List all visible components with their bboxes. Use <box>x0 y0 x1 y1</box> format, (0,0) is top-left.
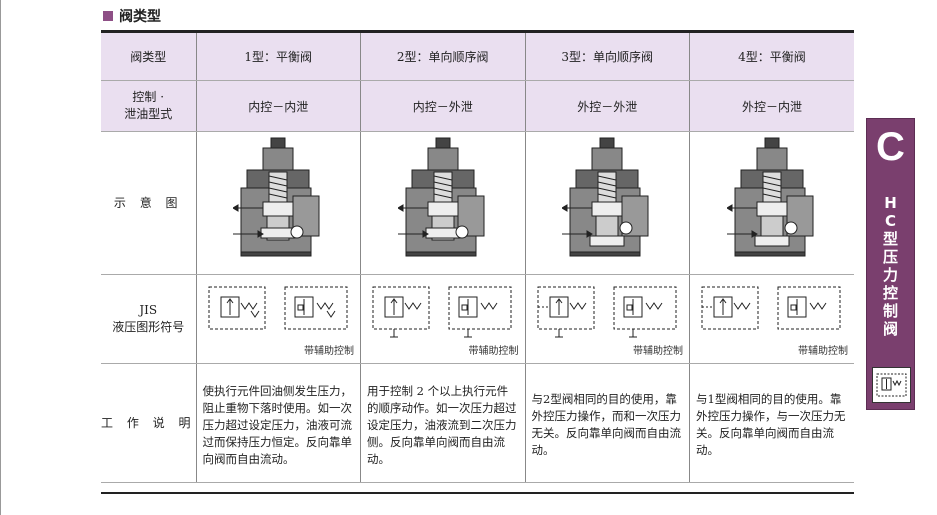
chapter-letter: C <box>876 125 905 169</box>
valve-section-diagram-2 <box>396 137 485 257</box>
section-title-text: 阀类型 <box>119 9 161 25</box>
jis-symbol-icon <box>208 286 347 330</box>
header-cell: 阀类型 <box>101 33 197 81</box>
drain-cell: 外控－外泄 <box>525 80 690 132</box>
jis-cell: 带辅助控制 <box>360 274 526 364</box>
page-edge-line <box>0 0 1 515</box>
drain-cell: 外控－内泄 <box>689 80 854 132</box>
header-cell: 2型：单向顺序阀 <box>360 33 526 81</box>
table-top-rule <box>101 30 854 33</box>
jis-caption: 带辅助控制 <box>304 346 354 357</box>
desc-cell: 与1型阀相同的目的使用。靠外控压力操作，与一次压力无关。反向靠单向阀而自由流动。 <box>689 363 854 483</box>
diagram-cell <box>525 131 690 275</box>
jis-caption: 带辅助控制 <box>468 346 519 357</box>
drain-cell: 内控－内泄 <box>196 80 361 132</box>
valve-section-diagram-4 <box>726 137 814 257</box>
desc-row: 工 作 说 明 使执行元件回油侧发生压力，阻止重物下落时使用。如一次压力超过设定… <box>101 363 854 483</box>
section-title: 阀类型 <box>103 6 161 26</box>
header-row: 阀类型 1型：平衡阀 2型：单向顺序阀 3型：单向顺序阀 4型：平衡阀 <box>101 33 854 81</box>
drain-row-label: 控制 · 泄油型式 <box>101 80 197 132</box>
header-cell: 3型：单向顺序阀 <box>525 33 690 81</box>
jis-symbol-icon <box>372 286 512 338</box>
header-cell: 1型：平衡阀 <box>196 33 361 81</box>
desc-cell: 与2型阀相同的目的使用，靠外控压力操作，而和一次压力无关。反向靠单向阀而自由流动… <box>525 363 690 483</box>
jis-symbol-icon <box>701 286 841 330</box>
jis-cell: 带辅助控制 <box>525 274 690 364</box>
jis-cell: 带辅助控制 <box>196 274 361 364</box>
desc-row-label: 工 作 说 明 <box>101 363 197 483</box>
jis-row: JIS 液压图形符号 带辅助控制 <box>101 274 854 364</box>
header-cell: 4型：平衡阀 <box>689 33 854 81</box>
diagram-row-label: 示 意 图 <box>101 131 197 275</box>
jis-cell: 带辅助控制 <box>689 274 854 364</box>
drain-row: 控制 · 泄油型式 内控－内泄 内控－外泄 外控－外泄 外控－内泄 <box>101 80 854 132</box>
valve-section-diagram-3 <box>561 137 649 257</box>
diagram-row: 示 意 图 <box>101 131 854 275</box>
desc-cell: 用于控制 2 个以上执行元件的顺序动作。如一次压力超过设定压力，油液流到二次压力… <box>360 363 526 483</box>
valve-type-table: 阀类型 1型：平衡阀 2型：单向顺序阀 3型：单向顺序阀 4型：平衡阀 控制 ·… <box>101 33 854 483</box>
valve-section-diagram-1 <box>232 137 320 257</box>
jis-row-label: JIS 液压图形符号 <box>101 274 197 364</box>
desc-cell: 使执行元件回油侧发生压力，阻止重物下落时使用。如一次压力超过设定压力，油液可流过… <box>196 363 361 483</box>
drain-cell: 内控－外泄 <box>360 80 526 132</box>
jis-caption: 带辅助控制 <box>798 346 848 357</box>
diagram-cell <box>360 131 526 275</box>
jis-caption: 带辅助控制 <box>633 346 683 357</box>
jis-symbol-icon <box>537 286 676 338</box>
table-bottom-rule <box>101 492 854 494</box>
diagram-cell <box>689 131 854 275</box>
section-square-icon <box>103 11 113 21</box>
valve-symbol-icon <box>872 367 911 403</box>
chapter-title: H C 型 压 力 控 制 阀 <box>882 194 898 338</box>
diagram-cell <box>196 131 361 275</box>
chapter-side-tab: C H C 型 压 力 控 制 阀 <box>866 118 915 410</box>
